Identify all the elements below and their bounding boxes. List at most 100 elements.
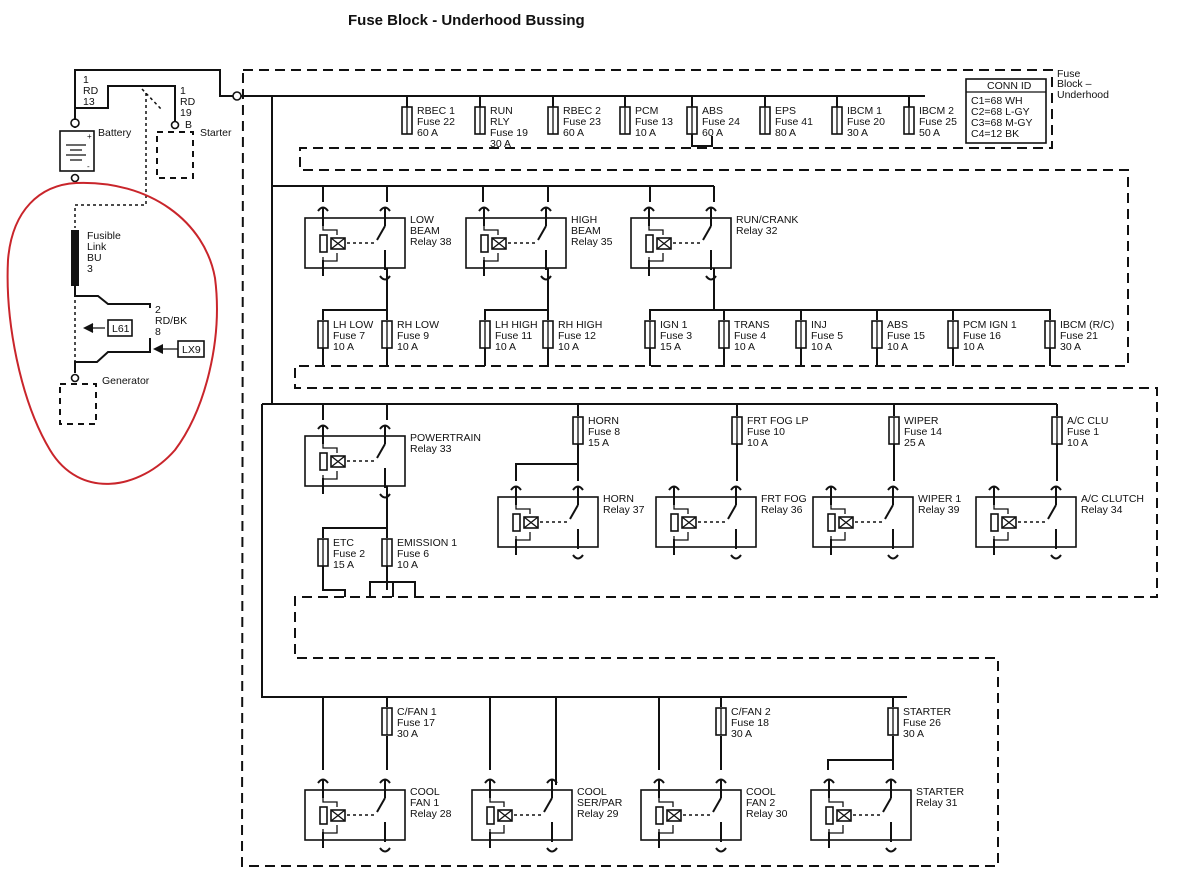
fuse-label: Fuse 3 <box>660 330 692 342</box>
conn-id-row: C3=68 M-GY <box>971 117 1033 129</box>
fuse-label: Fuse 19 <box>490 127 528 139</box>
relay-label: BEAM <box>410 225 440 237</box>
fuse-label: 30 A <box>731 728 752 740</box>
relay-label: FAN 1 <box>410 797 439 809</box>
fuse-label: Fuse 17 <box>397 717 435 729</box>
fuse-label: IBCM (R/C) <box>1060 319 1114 331</box>
fuse-label: 60 A <box>702 127 723 139</box>
diagram-title: Fuse Block - Underhood Bussing <box>348 12 585 29</box>
relay-label: RUN/CRANK <box>736 214 798 226</box>
conn-id-row: C1=68 WH <box>971 95 1023 107</box>
relay-label: COOL <box>577 786 607 798</box>
svg-text:19: 19 <box>180 107 192 119</box>
svg-text:BU: BU <box>87 252 102 264</box>
fuse-label: Fuse 6 <box>397 548 429 560</box>
relay-label: Relay 37 <box>603 504 645 516</box>
fuse-label: Fuse 8 <box>588 426 620 438</box>
relay-label: Relay 30 <box>746 808 788 820</box>
svg-text:8: 8 <box>155 326 161 338</box>
fuse-label: PCM <box>635 105 658 117</box>
relay-label: FAN 2 <box>746 797 775 809</box>
fuse-label: Fuse 1 <box>1067 426 1099 438</box>
conn-id-title: CONN ID <box>987 80 1032 92</box>
fuse-label: Fuse 10 <box>747 426 785 438</box>
fuse-label: C/FAN 1 <box>397 706 437 718</box>
fuse-label: 60 A <box>563 127 584 139</box>
starter-label: Starter <box>200 127 232 139</box>
svg-text:13: 13 <box>83 96 95 108</box>
svg-text:Fuse: Fuse <box>1057 68 1081 80</box>
fuse-label: LH LOW <box>333 319 373 331</box>
fuse-label: Fuse 4 <box>734 330 766 342</box>
fuse-label: ABS <box>702 105 723 117</box>
svg-text:3: 3 <box>87 263 93 275</box>
fuse-label: 10 A <box>333 341 354 353</box>
conn-id-row: C4=12 BK <box>971 128 1019 140</box>
relay-label: FRT FOG <box>761 493 807 505</box>
relay-label: LOW <box>410 214 434 226</box>
fuse-label: Fuse 5 <box>811 330 843 342</box>
svg-text:Link: Link <box>87 241 107 253</box>
svg-text:RD: RD <box>180 96 196 108</box>
fuse-label: Fuse 2 <box>333 548 365 560</box>
generator <box>59 383 97 425</box>
fuse-label: Fuse 21 <box>1060 330 1098 342</box>
relay-label: Relay 34 <box>1081 504 1123 516</box>
relay-label: BEAM <box>571 225 601 237</box>
svg-text:B: B <box>185 119 192 131</box>
relay-label: Relay 31 <box>916 797 958 809</box>
fuse-label: TRANS <box>734 319 770 331</box>
fuse-label: 10 A <box>811 341 832 353</box>
fuse-label: 15 A <box>660 341 681 353</box>
relay-label: Relay 33 <box>410 443 452 455</box>
fusible-link <box>71 230 79 286</box>
relay-label: SER/PAR <box>577 797 623 809</box>
fuse-label: 25 A <box>904 437 925 449</box>
fuse-label: LH HIGH <box>495 319 538 331</box>
battery-label: Battery <box>98 127 132 139</box>
relay-label: A/C CLUTCH <box>1081 493 1144 505</box>
fuse-label: FRT FOG LP <box>747 415 808 427</box>
svg-text:RD: RD <box>83 85 99 97</box>
fuse-label: Fuse 11 <box>495 330 532 342</box>
fuse-label: 60 A <box>417 127 438 139</box>
relay-label: POWERTRAIN <box>410 432 481 444</box>
fuse-label: Fuse 24 <box>702 116 740 128</box>
fuse-label: A/C CLU <box>1067 415 1108 427</box>
fuse-block-label: Fuse Block – Underhood <box>1057 68 1109 101</box>
fusible-link-label: Fusible <box>87 230 121 242</box>
fuse-label: RLY <box>490 116 510 128</box>
svg-text:Block –: Block – <box>1057 78 1092 90</box>
fuse-label: IBCM 1 <box>847 105 882 117</box>
relay-label: Relay 36 <box>761 504 803 516</box>
generator-wire-label: 2 <box>155 304 161 316</box>
relay-label: HORN <box>603 493 634 505</box>
battery-terminal <box>70 118 80 128</box>
conn-id-row: C2=68 L-GY <box>971 106 1030 118</box>
fuse-label: Fuse 16 <box>963 330 1001 342</box>
battery-wire-label: 1 <box>83 74 89 86</box>
relay-label: Relay 28 <box>410 808 452 820</box>
fuse-label: Fuse 18 <box>731 717 769 729</box>
fuse-label: 10 A <box>747 437 768 449</box>
fuse-label: EPS <box>775 105 796 117</box>
fuse-label: Fuse 9 <box>397 330 429 342</box>
